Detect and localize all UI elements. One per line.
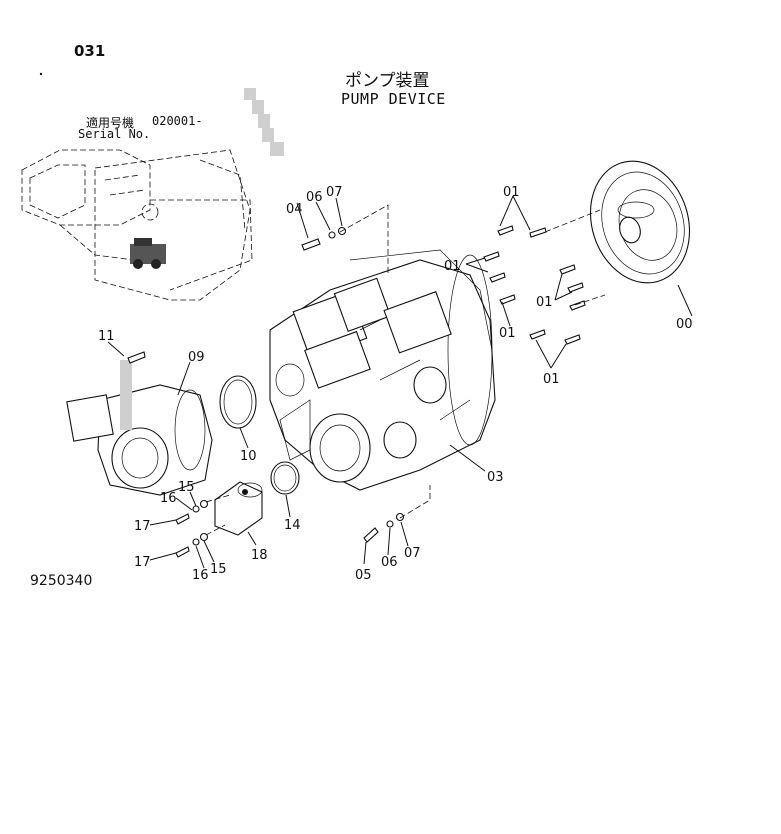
flange-coupling-part-00 xyxy=(589,160,691,284)
callout-14: 14 xyxy=(284,518,301,533)
main-pump-part-03 xyxy=(269,249,496,491)
callout-07: 07 xyxy=(326,185,343,200)
callout-01: 01 xyxy=(444,259,461,274)
callout-11: 11 xyxy=(98,329,115,344)
callout-10: 10 xyxy=(240,449,257,464)
o-ring-part-10 xyxy=(219,375,257,429)
title-english: PUMP DEVICE xyxy=(341,90,446,108)
callout-01: 01 xyxy=(503,185,520,200)
serial-label-japanese: 適用号機 xyxy=(86,116,135,130)
callout-09: 09 xyxy=(188,350,205,365)
serial-label-english: Serial No. xyxy=(78,127,151,141)
callout-labels: 00 01 01 01 01 01 03 04 05 06 06 07 07 0… xyxy=(98,185,693,583)
blurred-watermark xyxy=(244,88,284,156)
callout-16: 16 xyxy=(160,491,177,506)
bolts-and-washers xyxy=(127,225,586,558)
callout-18: 18 xyxy=(251,548,268,563)
callout-07: 07 xyxy=(404,546,421,561)
cover-part-18 xyxy=(214,481,263,536)
callout-15: 15 xyxy=(210,562,227,577)
figure-number: 9250340 xyxy=(30,573,93,589)
callout-05: 05 xyxy=(355,568,372,583)
title-japanese: ポンプ装置 xyxy=(345,71,430,91)
assembly-guide-lines xyxy=(205,204,606,536)
serial-value: 020001- xyxy=(152,114,203,128)
auxiliary-pump-part-09 xyxy=(66,360,213,496)
page-number: 031 xyxy=(74,42,106,60)
callout-16: 16 xyxy=(192,568,209,583)
machine-location-sketch xyxy=(21,149,253,301)
callout-04: 04 xyxy=(286,202,303,217)
callout-01: 01 xyxy=(499,326,516,341)
leader-lines xyxy=(107,195,693,569)
callout-17: 17 xyxy=(134,555,151,570)
callout-06: 06 xyxy=(381,555,398,570)
callout-06: 06 xyxy=(306,190,323,205)
callout-01: 01 xyxy=(543,372,560,387)
callout-17: 17 xyxy=(134,519,151,534)
o-ring-part-14 xyxy=(270,461,300,495)
callout-01: 01 xyxy=(536,295,553,310)
callout-15: 15 xyxy=(178,480,195,495)
callout-00: 00 xyxy=(676,317,693,332)
page-dot xyxy=(39,72,43,76)
callout-03: 03 xyxy=(487,470,504,485)
